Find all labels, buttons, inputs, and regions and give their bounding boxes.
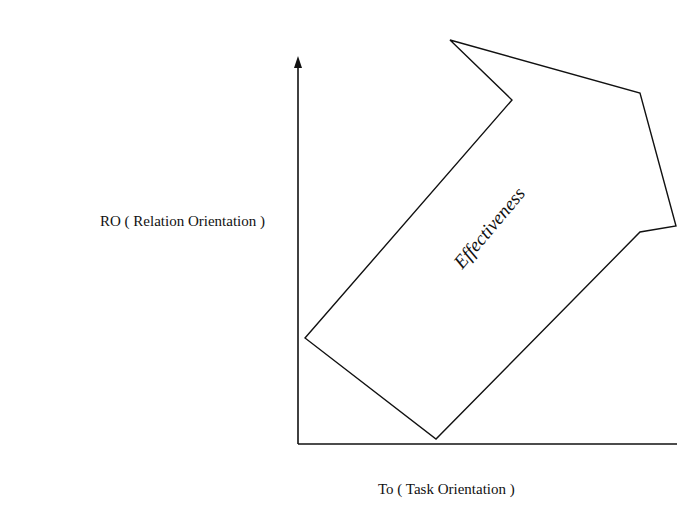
y-axis-arrowhead: [294, 56, 302, 68]
y-axis: [297, 66, 299, 444]
arrow-outline-path: [305, 40, 676, 439]
shape-label: Effectiveness: [450, 183, 531, 273]
x-axis: [298, 443, 677, 445]
axis-label: To ( Task Orientation ): [378, 481, 515, 498]
axis-label: RO ( Relation Orientation ): [100, 213, 265, 230]
arrow-shape: Effectiveness: [300, 36, 678, 444]
